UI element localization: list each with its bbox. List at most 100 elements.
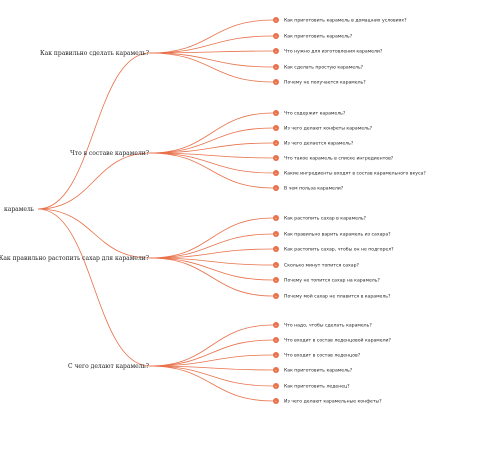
- leaf-node[interactable]: ›Из чего делают карамельные конфеты?: [273, 398, 382, 405]
- leaf-node[interactable]: ›Как сделать простую карамель?: [273, 64, 364, 71]
- leaf-marker-icon: [273, 322, 279, 328]
- leaf-node-label: Как приготовить карамель в домашних усло…: [284, 18, 407, 24]
- leaf-node-label: Из чего делается карамель?: [284, 141, 354, 147]
- leaf-marker-icon: [273, 367, 279, 373]
- edge-branch-to-leaf: [149, 50, 274, 54]
- chevron-right-icon: ›: [275, 156, 277, 160]
- leaf-node[interactable]: › Почему не получается карамель?: [273, 79, 366, 86]
- chevron-right-icon: ›: [275, 278, 277, 282]
- edge-branch-to-leaf: [149, 339, 274, 367]
- leaf-node[interactable]: › Что входит в состав леденцов?: [273, 352, 361, 359]
- chevron-right-icon: ›: [275, 247, 277, 251]
- root-node-label: карамель: [4, 206, 35, 213]
- leaf-node[interactable]: ›Что надо, чтобы сделать карамель?: [273, 322, 372, 329]
- leaf-node-label: Какие ингредиенты входят в состав караме…: [284, 171, 426, 177]
- edge-branch-to-leaf: [149, 152, 274, 189]
- edge-branch-to-leaf: [149, 257, 274, 297]
- edge-branch-to-leaf: [149, 217, 274, 259]
- leaf-marker-icon: [273, 293, 279, 299]
- leaf-node[interactable]: › Из чего делается карамель?: [273, 140, 354, 147]
- leaf-node-label: Почему не получается карамель?: [284, 80, 366, 86]
- chevron-right-icon: ›: [275, 65, 277, 69]
- leaf-marker-icon: [273, 170, 279, 176]
- leaf-marker-icon: [273, 79, 279, 85]
- edge-branch-to-leaf: [149, 35, 274, 54]
- leaf-node-label: Что входит в состав леденцов?: [284, 353, 361, 359]
- leaf-node-label: Что входит в состав леденцовой карамели?: [284, 337, 392, 344]
- edge-root-to-branch: [37, 52, 151, 210]
- chevron-right-icon: ›: [275, 232, 277, 236]
- leaf-node[interactable]: › Что входит в состав леденцовой карамели…: [273, 337, 392, 344]
- leaf-node-label: Из чего делают карамельные конфеты?: [284, 399, 382, 405]
- chevron-right-icon: ›: [275, 34, 277, 38]
- leaf-node[interactable]: › Сколько минут топится сахар?: [273, 262, 359, 269]
- branch-node-label[interactable]: Как правильно растопить сахар для караме…: [0, 255, 149, 262]
- chevron-right-icon: ›: [275, 171, 277, 175]
- chevron-right-icon: ›: [275, 141, 277, 145]
- chevron-right-icon: ›: [275, 338, 277, 342]
- edge-branch-to-leaf: [149, 365, 274, 371]
- leaf-marker-icon: [273, 337, 279, 343]
- leaf-marker-icon: [273, 262, 279, 268]
- edge-branch-to-leaf: [149, 365, 274, 387]
- leaf-node-label: Что надо, чтобы сделать карамель?: [284, 323, 372, 329]
- leaf-node[interactable]: ›Как приготовить карамель в домашних усл…: [273, 17, 407, 24]
- leaf-marker-icon: [273, 48, 279, 54]
- chevron-right-icon: ›: [275, 368, 277, 372]
- leaf-node-label: Из чего делают конфеты карамель?: [284, 126, 373, 132]
- branch-node-label[interactable]: Что в составе карамели?: [70, 150, 149, 157]
- leaf-node[interactable]: ›Как растопить сахар в карамель?: [273, 215, 367, 222]
- branch-node-label[interactable]: Как правильно сделать карамель?: [40, 50, 149, 57]
- leaf-node[interactable]: › В чем польза карамели?: [273, 185, 344, 192]
- chevron-right-icon: ›: [275, 263, 277, 267]
- edge-root-to-branch: [37, 152, 151, 210]
- chevron-right-icon: ›: [275, 186, 277, 190]
- edge-branch-to-leaf: [149, 52, 274, 68]
- leaf-node[interactable]: ›Что такое карамель в списке ингредиенто…: [273, 155, 394, 162]
- leaf-node-label: Как приготовить леденец?: [284, 384, 350, 390]
- leaf-node[interactable]: › Как приготовить карамель?: [273, 33, 353, 40]
- leaf-node[interactable]: › Как правильно варить карамель из сахара…: [273, 231, 391, 238]
- edge-branch-to-leaf: [149, 257, 274, 266]
- leaf-marker-icon: [273, 17, 279, 23]
- leaf-marker-icon: [273, 398, 279, 404]
- leaf-node-label: Как приготовить карамель?: [284, 34, 353, 40]
- edge-branch-to-leaf: [149, 127, 274, 154]
- edge-branch-to-leaf: [149, 152, 274, 159]
- edge-branch-to-leaf: [149, 112, 274, 154]
- leaf-node-label: Сколько минут топится сахар?: [284, 263, 359, 269]
- leaf-node-label: В чем польза карамели?: [284, 186, 344, 192]
- leaf-node[interactable]: › Как приготовить леденец?: [273, 383, 350, 390]
- edge-branch-to-leaf: [149, 324, 274, 367]
- leaf-node[interactable]: ›Что содержит карамель?: [273, 110, 346, 117]
- chevron-right-icon: ›: [275, 216, 277, 220]
- leaf-node-label: Что нужно для изготовления карамели?: [284, 49, 383, 55]
- leaf-node[interactable]: ›Почему мой сахар не плавится в карамель…: [273, 293, 391, 300]
- chevron-right-icon: ›: [275, 294, 277, 298]
- leaf-marker-icon: [273, 277, 279, 283]
- chevron-right-icon: ›: [275, 353, 277, 357]
- edge-branch-to-leaf: [149, 152, 274, 174]
- edge-branch-to-leaf: [149, 142, 274, 154]
- leaf-node-label: Что содержит карамель?: [284, 111, 346, 117]
- chevron-right-icon: ›: [275, 49, 277, 53]
- branch-node-label[interactable]: С чего делают карамель?: [68, 363, 149, 370]
- leaf-node-label: Как правильно варить карамель из сахара?: [284, 232, 391, 238]
- leaf-marker-icon: [273, 64, 279, 70]
- leaf-marker-icon: [273, 231, 279, 237]
- edges-layer: [37, 19, 274, 402]
- leaf-marker-icon: [273, 352, 279, 358]
- leaf-node[interactable]: ›Почему не топится сахар на карамель?: [273, 277, 380, 284]
- leaf-node[interactable]: › Что нужно для изготовления карамели?: [273, 48, 383, 55]
- leaf-node[interactable]: ›Из чего делают конфеты карамель?: [273, 125, 373, 132]
- leaf-marker-icon: [273, 383, 279, 389]
- leaf-node[interactable]: ›Как растопить сахар, чтобы он не подгор…: [273, 246, 394, 253]
- chevron-right-icon: ›: [275, 384, 277, 388]
- leaf-marker-icon: [273, 125, 279, 131]
- edge-branch-to-leaf: [149, 19, 274, 54]
- leaf-node[interactable]: › Какие ингредиенты входят в состав карам…: [273, 170, 426, 177]
- leaf-marker-icon: [273, 155, 279, 161]
- leaf-node[interactable]: ›Как приготовить карамель?: [273, 367, 353, 374]
- edge-branch-to-leaf: [149, 354, 274, 367]
- chevron-right-icon: ›: [275, 80, 277, 84]
